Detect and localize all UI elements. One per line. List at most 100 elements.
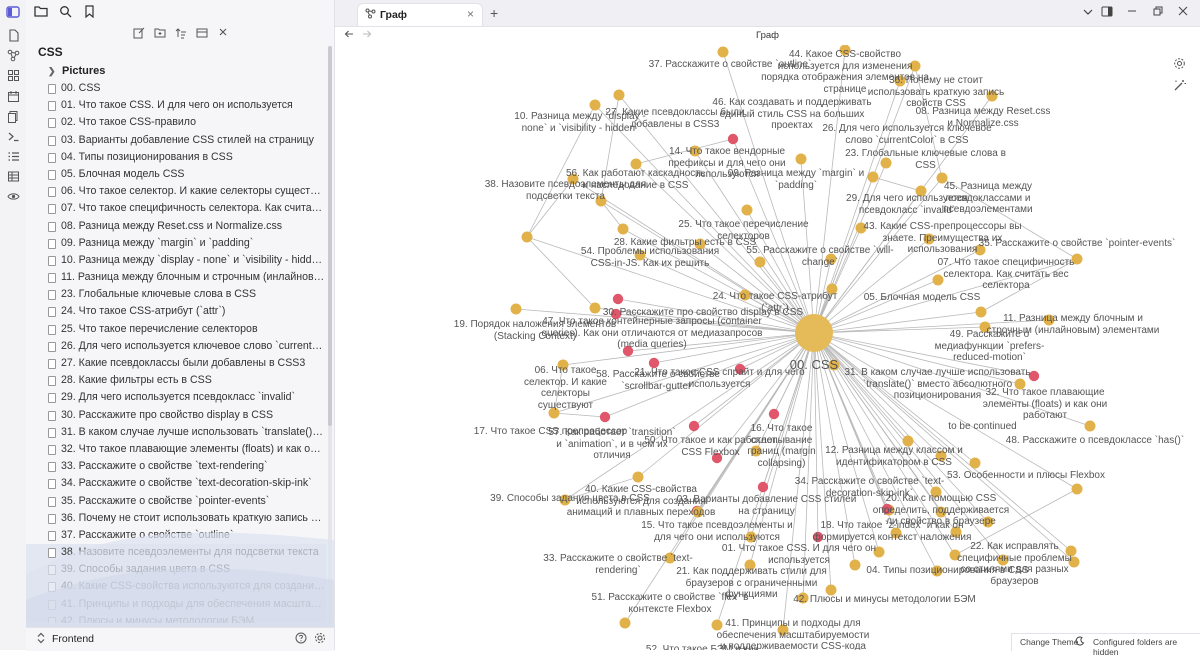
file-item[interactable]: 30. Расскажите про свойство display в CS… <box>26 407 326 424</box>
graph-node[interactable] <box>595 195 607 207</box>
split-icon[interactable] <box>1099 6 1115 20</box>
file-item[interactable]: 00. CSS <box>26 80 326 97</box>
file-item[interactable]: 08. Разница между Reset.css и Normalize.… <box>26 218 326 235</box>
file-item[interactable]: 38. Назовите псевдоэлементы для подсветк… <box>26 544 326 562</box>
graph-node[interactable] <box>634 249 646 261</box>
file-item[interactable]: 42. Плюсы и минусы методологии БЭМ <box>26 612 326 623</box>
file-item[interactable]: 34. Расскажите о свойстве `text-decorati… <box>26 475 326 492</box>
graph-node[interactable] <box>711 619 723 631</box>
file-item[interactable]: 37. Расскажите о свойстве `outline` <box>26 527 326 544</box>
file-item[interactable]: 06. Что такое селектор. И какие селектор… <box>26 183 326 200</box>
file-item[interactable]: 07. Что такое специфичность селектора. К… <box>26 200 326 217</box>
graph-node[interactable] <box>744 559 756 571</box>
graph-node[interactable] <box>931 565 943 577</box>
file-item[interactable]: 35. Расскажите о свойстве `pointer-event… <box>26 493 326 510</box>
sort-icon[interactable] <box>174 27 188 41</box>
graph-node[interactable] <box>717 46 729 58</box>
tab-graph[interactable]: Граф × <box>357 3 483 26</box>
vault-title[interactable]: CSS <box>38 45 63 59</box>
graph-node[interactable] <box>975 306 987 318</box>
graph-node[interactable] <box>1028 370 1040 382</box>
new-note-icon[interactable] <box>132 27 146 41</box>
file-item[interactable]: 09. Разница между `margin` и `padding` <box>26 235 326 252</box>
graph-node[interactable] <box>826 283 838 295</box>
graph-node[interactable] <box>589 302 601 314</box>
graph-node[interactable] <box>613 89 625 101</box>
graph-node[interactable] <box>630 158 642 170</box>
file-item[interactable]: 10. Разница между `display - none` и `vi… <box>26 252 326 269</box>
pages-icon[interactable] <box>5 110 21 126</box>
graph-node[interactable] <box>622 345 634 357</box>
graph-node[interactable] <box>688 420 700 432</box>
graph-node[interactable] <box>589 99 601 111</box>
graph-node[interactable] <box>664 552 676 564</box>
graph-node[interactable] <box>1014 378 1026 390</box>
graph-node[interactable] <box>979 321 991 333</box>
graph-node[interactable] <box>902 435 914 447</box>
graph-node[interactable] <box>949 549 961 561</box>
vault-switch-icon[interactable] <box>34 632 48 646</box>
graph-node[interactable] <box>828 359 840 371</box>
graph-node[interactable] <box>750 445 762 457</box>
graph-node[interactable] <box>557 359 569 371</box>
file-item[interactable]: 24. Что такое CSS-атрибут (`attr`) <box>26 303 326 320</box>
graph-node[interactable] <box>694 238 706 250</box>
file-item[interactable]: 01. Что такое CSS. И для чего он использ… <box>26 97 326 114</box>
graph-node[interactable] <box>881 503 893 515</box>
graph-node[interactable] <box>935 450 947 462</box>
graph-node[interactable] <box>909 60 921 72</box>
graph-node[interactable] <box>873 546 885 558</box>
graph-node[interactable] <box>986 90 998 102</box>
eye-icon[interactable] <box>5 190 21 206</box>
search-icon[interactable] <box>57 5 73 21</box>
graph-node[interactable] <box>739 289 751 301</box>
graph-node[interactable] <box>923 233 935 245</box>
forward-arrow-icon[interactable] <box>362 28 372 42</box>
graph-node[interactable] <box>969 457 981 469</box>
graph-node[interactable] <box>648 357 660 369</box>
graph-node[interactable] <box>632 471 644 483</box>
graph-node[interactable] <box>521 231 533 243</box>
graph-node[interactable] <box>768 408 780 420</box>
file-item[interactable]: 26. Для чего используется ключевое слово… <box>26 338 326 355</box>
graph-canvas[interactable] <box>335 45 1200 650</box>
graph-node[interactable] <box>812 531 824 543</box>
graph-node[interactable] <box>745 531 757 543</box>
minimize-icon[interactable] <box>1124 6 1140 19</box>
graph-node[interactable] <box>982 516 994 528</box>
graph-node[interactable] <box>548 407 560 419</box>
files-icon[interactable] <box>5 29 21 45</box>
sidebar-scrollbar[interactable] <box>328 46 332 623</box>
graph-view[interactable]: 44. Какое CSS-свойство используется для … <box>335 45 1200 650</box>
close-tab-icon[interactable]: × <box>466 7 474 21</box>
graph-node[interactable] <box>936 172 948 184</box>
graph-node[interactable] <box>757 481 769 493</box>
file-item[interactable]: 23. Глобальные ключевые слова в CSS <box>26 286 326 303</box>
graph-node[interactable] <box>610 308 622 320</box>
graph-node[interactable] <box>1068 556 1080 568</box>
vault-name[interactable]: Frontend <box>52 633 95 645</box>
graph-node[interactable] <box>855 222 867 234</box>
help-icon[interactable] <box>294 632 308 646</box>
graph-node-center[interactable] <box>795 314 833 352</box>
graph-node[interactable] <box>599 411 611 423</box>
file-item[interactable]: 27. Какие псевдоклассы были добавлены в … <box>26 355 326 372</box>
file-item[interactable]: 29. Для чего используется псевдокласс `i… <box>26 389 326 406</box>
file-item[interactable]: 04. Типы позиционирования в CSS <box>26 149 326 166</box>
close-icon[interactable] <box>216 27 230 41</box>
graph-node[interactable] <box>890 527 902 539</box>
graph-node[interactable] <box>741 204 753 216</box>
graph-node[interactable] <box>617 223 629 235</box>
terminal-icon[interactable] <box>5 130 21 146</box>
graph-node[interactable] <box>1084 420 1096 432</box>
graph-node[interactable] <box>727 133 739 145</box>
graph-node[interactable] <box>950 526 962 538</box>
graph-node[interactable] <box>510 303 522 315</box>
graph-node[interactable] <box>797 592 809 604</box>
chevron-down-icon[interactable] <box>1080 6 1096 18</box>
graph-node[interactable] <box>1071 253 1083 265</box>
bookmark-icon[interactable] <box>81 5 97 21</box>
graph-settings-icon[interactable] <box>1170 57 1188 75</box>
graph-node[interactable] <box>974 244 986 256</box>
graph-icon[interactable] <box>5 49 21 65</box>
